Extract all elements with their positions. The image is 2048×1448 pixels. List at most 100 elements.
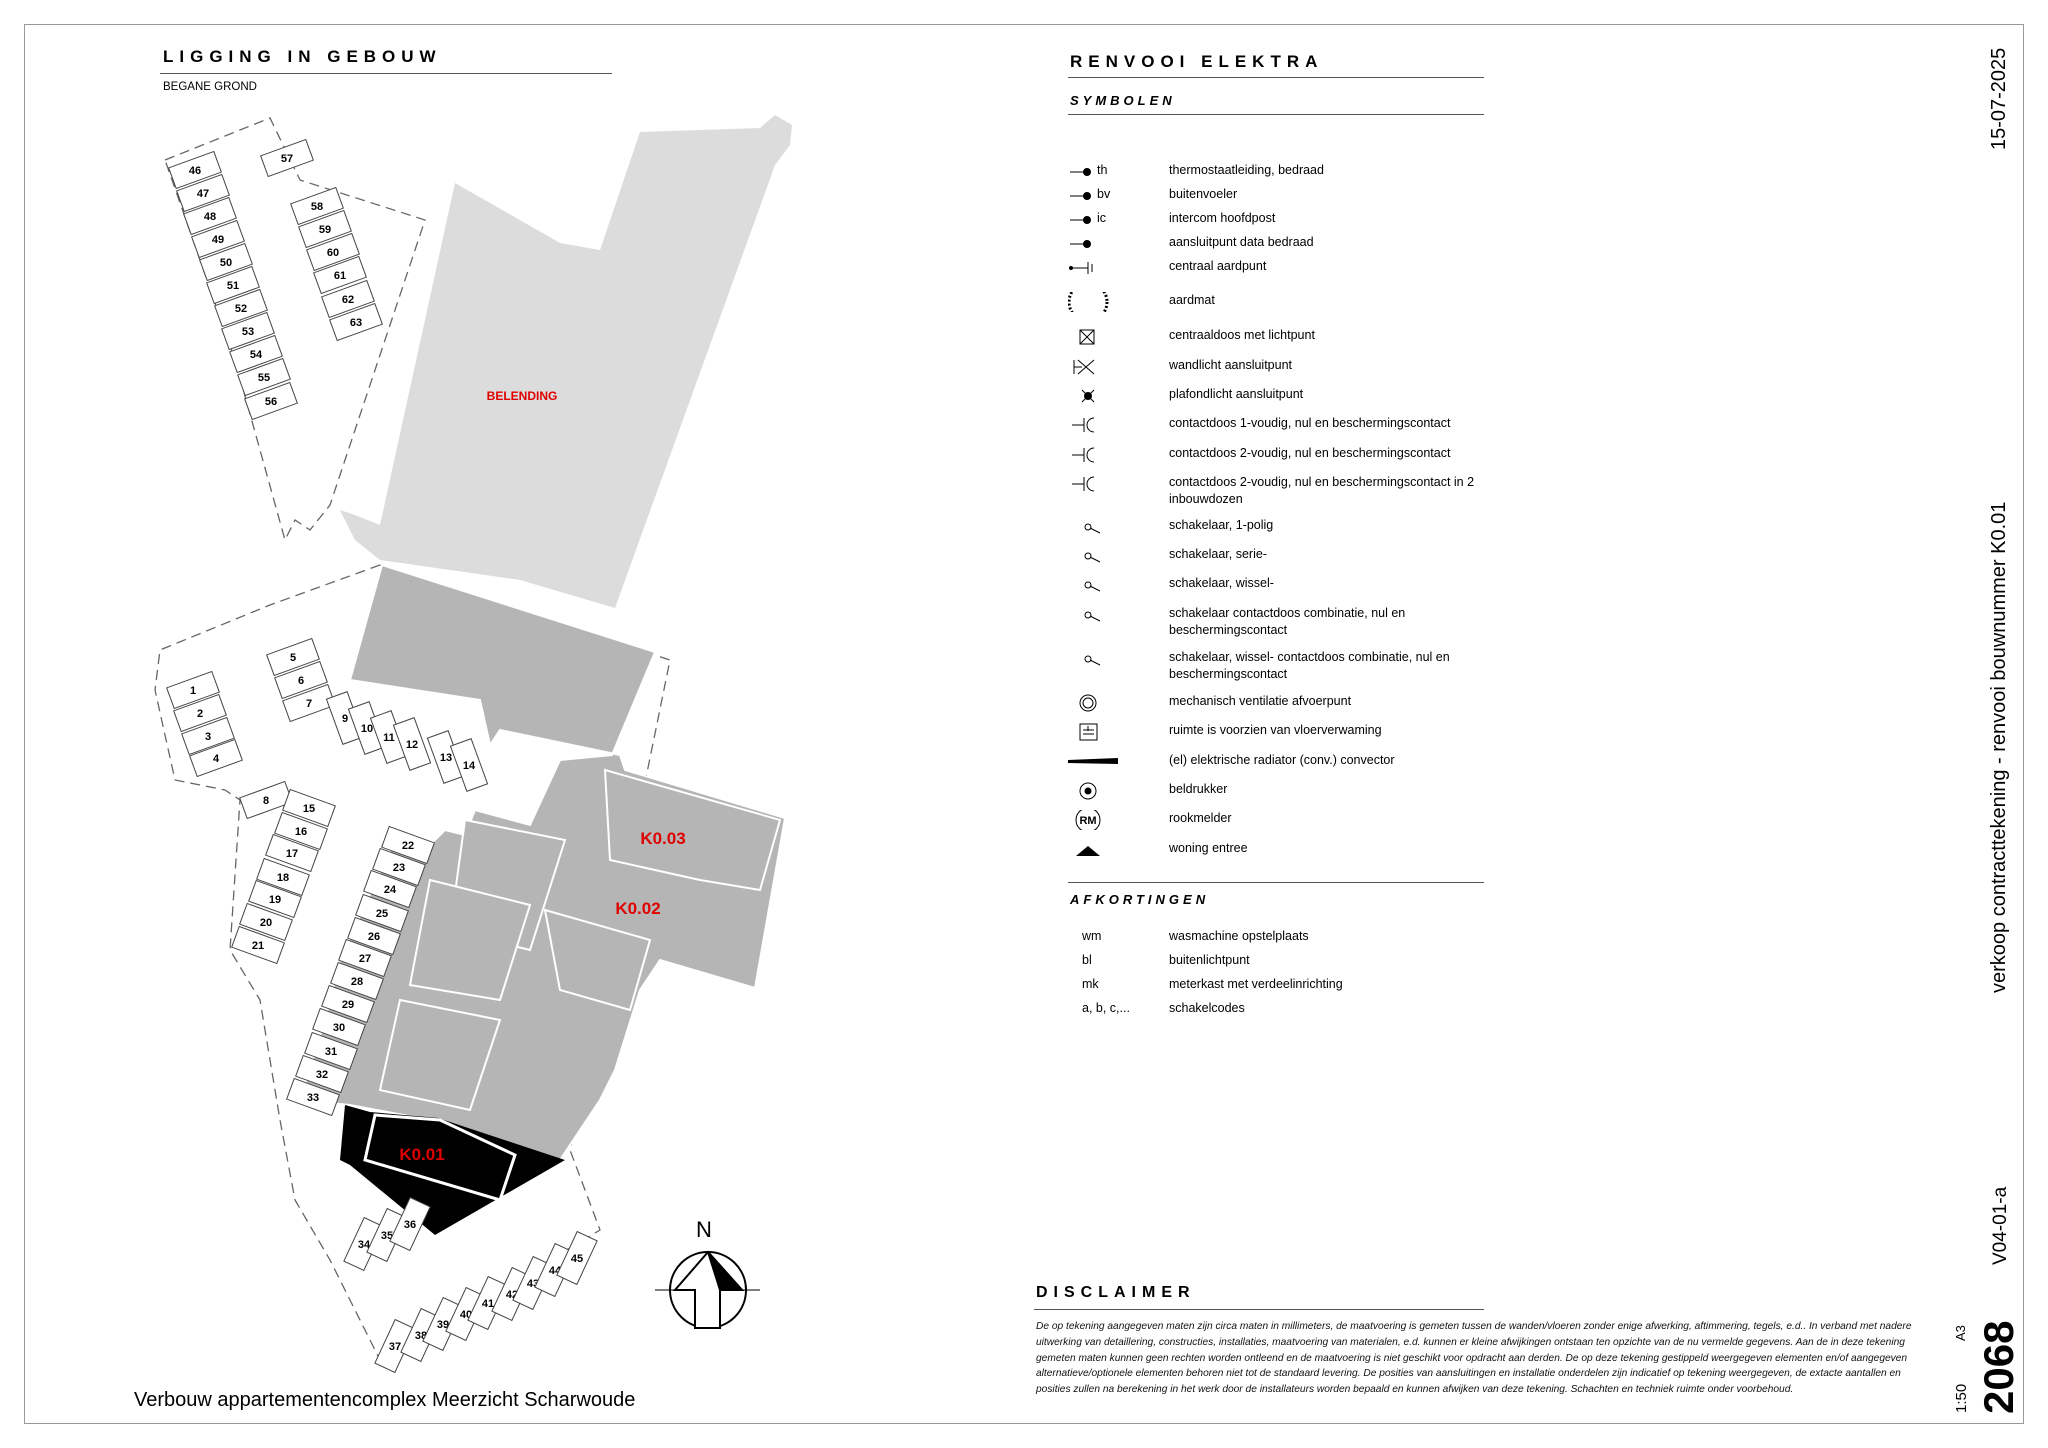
drawing-frame [24, 24, 2024, 1424]
toggle-socket-icon [1084, 655, 1101, 666]
paper-size: A3 [1953, 1325, 1968, 1341]
parking-number: 17 [286, 848, 298, 860]
legend-text: centraal aardpunt [1169, 259, 1267, 273]
unit-label-k0-03[interactable]: K0.03 [640, 829, 685, 848]
legend-code: ic [1097, 211, 1107, 225]
abbreviation-item: wm wasmachine opstelplaats [1068, 929, 1488, 947]
parking-space: 46 [168, 150, 222, 190]
parking-number: 12 [406, 739, 418, 751]
project-title: Verbouw appartementencomplex Meerzicht S… [134, 1389, 636, 1411]
disclaimer-title: DISCLAIMER [1036, 1284, 1196, 1301]
earth-icon [1069, 262, 1093, 274]
parking-space: 58 [290, 186, 344, 226]
doorbell-icon [1079, 782, 1097, 800]
parking-number: 55 [258, 372, 270, 384]
parking-space: 53 [221, 311, 275, 351]
parking-number: 1 [190, 685, 196, 697]
parking-number: 8 [263, 795, 269, 807]
parking-number: 58 [311, 201, 323, 213]
parking-space: 47 [176, 173, 230, 213]
parking-space: 48 [183, 196, 237, 236]
date: 15-07-2025 [1988, 47, 2010, 150]
parking-number: 41 [482, 1298, 494, 1310]
abbreviation-text: wasmachine opstelplaats [1169, 929, 1309, 943]
parking-space: 50 [199, 242, 253, 282]
smoke-detector-icon: RM [1075, 810, 1101, 830]
parking-spaces: 1234567891011121314151617181920212223242… [166, 138, 598, 1374]
parking-space: 14 [449, 738, 489, 792]
parking-number: 3 [205, 731, 211, 743]
neighbour-building [340, 115, 792, 608]
legend-text: thermostaatleiding, bedraad [1169, 163, 1324, 177]
parking-number: 29 [342, 999, 354, 1011]
parking-space: 54 [229, 334, 283, 374]
legend-text: schakelaar, wissel- [1169, 576, 1274, 590]
parking-space: 24 [363, 869, 417, 909]
parking-number: 52 [235, 303, 247, 315]
abbreviations-title: AFKORTINGEN [1070, 892, 1210, 907]
legend-code: th [1097, 163, 1108, 177]
parking-number: 56 [265, 396, 277, 408]
parking-space: 1 [166, 670, 220, 710]
legend-text: aansluitpunt data bedraad [1169, 235, 1314, 249]
legend-text: buitenvoeler [1169, 187, 1238, 201]
parking-space: 63 [329, 302, 383, 342]
parking-space: 57 [260, 138, 314, 178]
parking-space: 2 [173, 693, 227, 733]
parking-space: 31 [304, 1031, 358, 1071]
floor-label: BEGANE GROND [163, 81, 257, 93]
unit-label-k0-01[interactable]: K0.01 [399, 1145, 444, 1164]
parking-space: 12 [392, 717, 432, 771]
parking-space: 56 [244, 381, 298, 421]
parking-space: 6 [274, 660, 328, 700]
legend-text: schakelaar, 1-polig [1169, 518, 1274, 532]
parking-space: 29 [321, 984, 375, 1024]
parking-number: 7 [306, 698, 312, 710]
legend-text: plafondlicht aansluitpunt [1169, 387, 1304, 401]
legend-text: schakelaar, wissel- contactdoos combinat… [1169, 650, 1450, 681]
parking-space: 13 [426, 730, 466, 784]
parking-space: 26 [347, 916, 401, 956]
residential-building [298, 563, 787, 1162]
legend-text: woning entree [1169, 841, 1248, 855]
symbols-title: SYMBOLEN [1070, 93, 1176, 108]
parking-space: 28 [330, 961, 384, 1001]
parking-number: 25 [376, 908, 388, 920]
drawing-description: verkoop contracttekening - renvooi bouwn… [1988, 501, 2010, 993]
svg-text:RM: RM [1079, 815, 1096, 827]
parking-number: 50 [220, 257, 232, 269]
legend-text: schakelaar, serie- [1169, 547, 1267, 561]
abbreviation-text: meterkast met verdeelinrichting [1169, 977, 1343, 991]
parking-number: 46 [189, 165, 201, 177]
legend-text: mechanisch ventilatie afvoerpunt [1169, 694, 1352, 708]
parking-number: 31 [325, 1046, 337, 1058]
parking-number: 21 [252, 940, 264, 952]
parking-number: 6 [298, 675, 304, 687]
parking-number: 63 [350, 317, 362, 329]
parking-number: 9 [342, 713, 348, 725]
parking-space: 3 [181, 716, 235, 756]
legend-text: contactdoos 1-voudig, nul en bescherming… [1169, 416, 1451, 430]
parking-space: 36 [389, 1196, 431, 1252]
wall-light-icon [1073, 359, 1095, 375]
drawing-number: 2068 [1975, 1320, 2022, 1414]
parking-number: 49 [212, 234, 224, 246]
abbreviation-code: wm [1082, 929, 1102, 943]
parking-number: 15 [303, 803, 315, 815]
parking-space: 4 [189, 738, 243, 778]
parking-number: 24 [384, 884, 397, 896]
ceiling-light-icon [1081, 389, 1095, 403]
parking-number: 4 [213, 753, 220, 765]
parking-number: 39 [437, 1319, 449, 1331]
parking-space: 61 [313, 255, 367, 295]
parking-number: 35 [381, 1230, 393, 1242]
unit-label-k0-02[interactable]: K0.02 [615, 899, 660, 918]
parking-space: 8 [239, 780, 293, 820]
legend-text: contactdoos 2-voudig, nul en bescherming… [1169, 446, 1451, 460]
parking-space: 7 [282, 683, 336, 723]
parking-space: 19 [248, 879, 302, 919]
parking-space: 27 [338, 938, 392, 978]
parking-number: 54 [250, 349, 263, 361]
parking-space: 55 [237, 357, 291, 397]
neighbour-label: BELENDING [487, 389, 558, 403]
